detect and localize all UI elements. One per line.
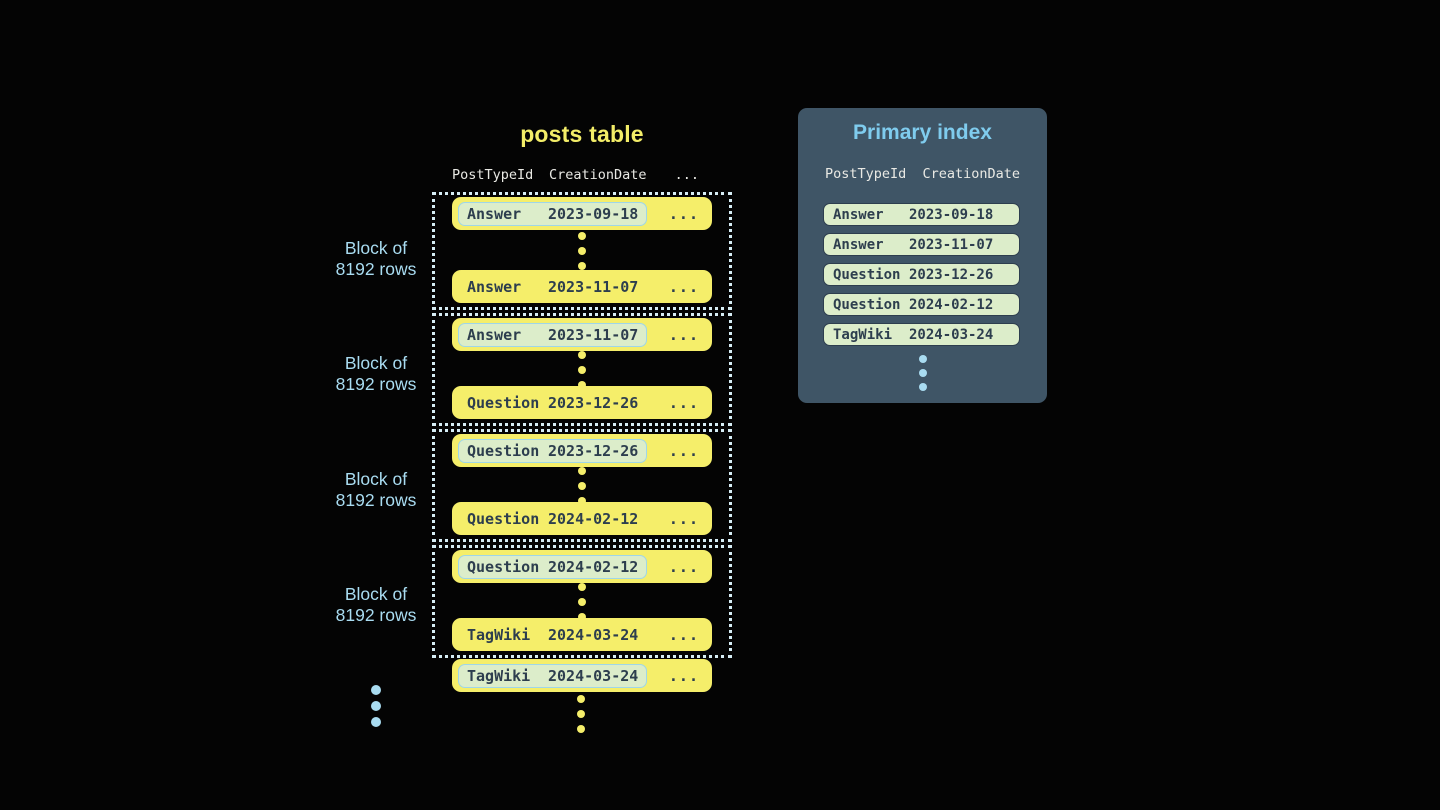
column-posttypeid: PostTypeId <box>824 166 907 182</box>
creation-date-cell: 2023-09-18 <box>548 204 639 223</box>
table-row-next-block: TagWiki 2024-03-24 ... <box>452 659 712 692</box>
more-columns-ellipsis: ... <box>668 509 699 528</box>
more-index-entries-ellipsis <box>918 355 927 391</box>
more-columns-ellipsis: ... <box>668 277 699 296</box>
creation-date-cell: 2023-11-07 <box>548 325 639 344</box>
indexed-entry-highlight: Question 2023-12-26 <box>458 438 648 463</box>
block-label-line2: 8192 rows <box>335 605 417 625</box>
more-columns-ellipsis: ... <box>668 393 699 412</box>
post-type-cell: TagWiki <box>467 625 531 644</box>
post-type-cell: TagWiki <box>833 326 893 343</box>
creation-date-cell: 2024-03-24 <box>909 326 994 343</box>
post-type-cell: TagWiki <box>467 666 531 685</box>
creation-date-cell: 2024-02-12 <box>548 509 639 528</box>
row-entry: Question 2024-02-12 <box>458 507 647 531</box>
block-label-line2: 8192 rows <box>335 490 417 510</box>
block-label-3: Block of 8192 rows <box>300 469 452 511</box>
block-label-line2: 8192 rows <box>335 259 417 279</box>
post-type-cell: Answer <box>467 325 522 344</box>
row-block-3: Question 2023-12-26 ... Question 2024-02-1… <box>432 429 732 542</box>
block-label-1: Block of 8192 rows <box>300 238 452 280</box>
primary-index-title: Primary index <box>853 121 992 144</box>
creation-date-cell: 2024-03-24 <box>548 625 639 644</box>
row-entry: TagWiki 2024-03-24 <box>458 623 647 647</box>
post-type-cell: Question <box>467 557 540 576</box>
creation-date-cell: 2023-12-26 <box>548 393 639 412</box>
table-row: Question 2023-12-26 ... <box>452 434 712 467</box>
table-row: Answer 2023-11-07 ... <box>452 318 712 351</box>
creation-date-cell: 2024-03-24 <box>548 666 639 685</box>
index-entry: Answer 2023-11-07 <box>823 233 1020 256</box>
more-columns-ellipsis: ... <box>668 666 699 685</box>
post-type-cell: Question <box>467 509 540 528</box>
primary-index-panel: Primary index PostTypeId CreationDate An… <box>798 108 1047 403</box>
more-rows-ellipsis <box>577 695 585 733</box>
table-row: Question 2024-02-12 ... <box>452 502 712 535</box>
block-label-line1: Block of <box>344 469 408 489</box>
table-row: Question 2024-02-12 ... <box>452 550 712 583</box>
row-block-2: Answer 2023-11-07 ... Question 2023-12-26 … <box>432 313 732 426</box>
creation-date-cell: 2023-09-18 <box>909 206 994 223</box>
index-entry: Answer 2023-09-18 <box>823 203 1020 226</box>
more-columns-ellipsis: ... <box>668 557 699 576</box>
column-posttypeid: PostTypeId <box>452 167 534 183</box>
post-type-cell: Answer <box>833 206 884 223</box>
hidden-rows-ellipsis <box>578 350 586 389</box>
indexed-entry-highlight: Answer 2023-11-07 <box>458 322 648 347</box>
block-label-4: Block of 8192 rows <box>300 584 452 626</box>
post-type-cell: Answer <box>833 236 884 253</box>
table-row: Answer 2023-09-18 ... <box>452 197 712 230</box>
hidden-rows-ellipsis <box>578 232 586 270</box>
creation-date-cell: 2024-02-12 <box>909 296 994 313</box>
post-type-cell: Question <box>833 266 901 283</box>
hidden-rows-ellipsis <box>578 466 586 505</box>
block-label-line2: 8192 rows <box>335 374 417 394</box>
more-columns-ellipsis: ... <box>668 625 699 644</box>
block-label-2: Block of 8192 rows <box>300 353 452 395</box>
table-row: Answer 2023-11-07 ... <box>452 270 712 303</box>
row-entry: Answer 2023-11-07 <box>458 275 647 299</box>
post-type-cell: Question <box>833 296 901 313</box>
creation-date-cell: 2023-11-07 <box>909 236 994 253</box>
creation-date-cell: 2023-12-26 <box>548 441 639 460</box>
post-type-cell: Question <box>467 441 540 460</box>
more-columns-ellipsis: ... <box>668 325 699 344</box>
hidden-rows-ellipsis <box>578 582 586 621</box>
posts-table-title: posts table <box>520 121 644 147</box>
table-row: TagWiki 2024-03-24 ... <box>452 618 712 651</box>
table-row: Question 2023-12-26 ... <box>452 386 712 419</box>
more-blocks-ellipsis <box>371 685 381 727</box>
post-type-cell: Answer <box>467 204 522 223</box>
block-label-line1: Block of <box>344 238 408 258</box>
column-creationdate: CreationDate <box>922 166 1021 182</box>
column-creationdate: CreationDate <box>549 167 647 183</box>
more-columns-ellipsis: ... <box>674 167 699 183</box>
post-type-cell: Answer <box>467 277 522 296</box>
index-entry: Question 2024-02-12 <box>823 293 1020 316</box>
creation-date-cell: 2023-11-07 <box>548 277 639 296</box>
posts-table-column-header: PostTypeId CreationDate ... <box>452 167 699 183</box>
post-type-cell: Question <box>467 393 540 412</box>
indexed-entry-highlight: Question 2024-02-12 <box>458 554 648 579</box>
block-label-line1: Block of <box>344 584 408 604</box>
block-label-line1: Block of <box>344 353 408 373</box>
indexed-entry-highlight: Answer 2023-09-18 <box>458 201 648 226</box>
index-entry: Question 2023-12-26 <box>823 263 1020 286</box>
more-columns-ellipsis: ... <box>668 204 699 223</box>
row-block-4: Question 2024-02-12 ... TagWiki 2024-03-24… <box>432 545 732 658</box>
primary-index-column-header: PostTypeId CreationDate <box>798 166 1047 182</box>
header-gap <box>906 166 922 182</box>
creation-date-cell: 2024-02-12 <box>548 557 639 576</box>
creation-date-cell: 2023-12-26 <box>909 266 994 283</box>
more-columns-ellipsis: ... <box>668 441 699 460</box>
index-entry: TagWiki 2024-03-24 <box>823 323 1020 346</box>
indexed-entry-highlight: TagWiki 2024-03-24 <box>458 663 648 688</box>
row-entry: Question 2023-12-26 <box>458 391 647 415</box>
row-block-1: Answer 2023-09-18 ... Answer 2023-11-07 ..… <box>432 192 732 310</box>
